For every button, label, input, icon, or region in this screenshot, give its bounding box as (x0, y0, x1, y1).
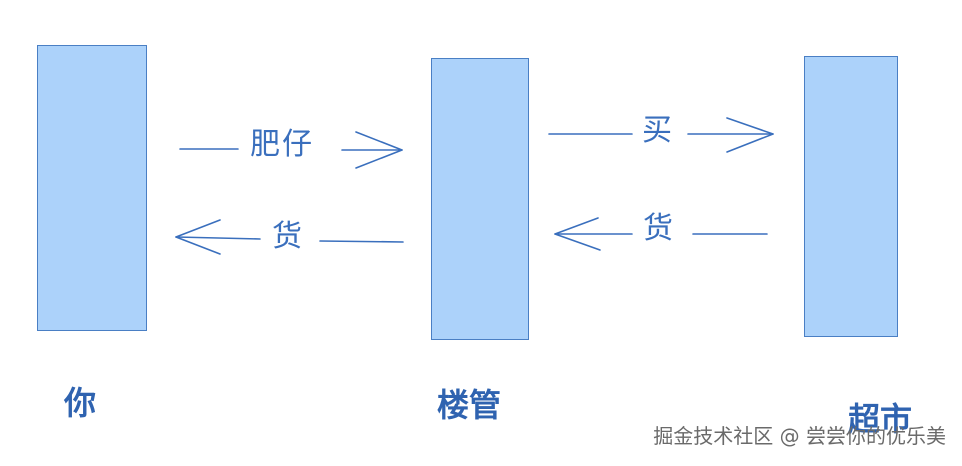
node-label-building-manager: 楼管 (437, 386, 502, 424)
edge-label-market-to-manager: 货 (643, 211, 673, 246)
node-label-you: 你 (64, 384, 97, 422)
arrow-manager-to-you-head (175, 219, 221, 255)
arrow-manager-to-you-line-b (319, 240, 404, 243)
arrow-market-to-manager-head (554, 217, 601, 251)
edge-label-manager-to-market: 买 (642, 113, 672, 148)
node-box-supermarket (804, 56, 898, 337)
edge-label-you-to-manager: 肥仔 (250, 127, 314, 162)
node-label-supermarket: 超市 (848, 400, 913, 438)
node-box-you (37, 45, 147, 331)
arrow-manager-to-you-line-a (175, 236, 261, 240)
watermark: 掘金技术社区 @ 尝尝你的优乐美 (653, 424, 946, 448)
arrow-you-to-manager-head (355, 131, 403, 169)
node-box-building-manager (431, 58, 529, 340)
arrow-manager-to-market-head (726, 117, 774, 153)
edge-label-manager-to-you: 货 (272, 219, 302, 254)
